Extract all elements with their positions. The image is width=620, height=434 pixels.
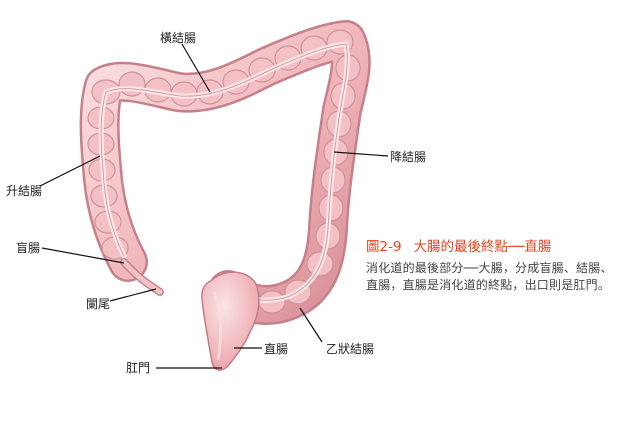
leader-descending [333, 151, 389, 157]
leader-appendix [109, 288, 157, 302]
label-sigmoid-colon: 乙狀結腸 [326, 342, 375, 356]
label-transverse-colon: 橫結腸 [160, 31, 197, 45]
caption-body: 消化道的最後部分──大腸，分成盲腸、結腸、直腸，直腸是消化道的終點，出口則是肛門… [366, 261, 613, 292]
leader-cecum [41, 247, 125, 264]
leader-transverse [181, 43, 211, 93]
leader-sigmoid [299, 307, 323, 343]
figure-caption: 圖2-9 大腸的最後終點──直腸 消化道的最後部分──大腸，分成盲腸、結腸、直腸，… [366, 238, 616, 294]
caption-title-row: 圖2-9 大腸的最後終點──直腸 [366, 238, 616, 256]
label-descending-colon: 降結腸 [390, 150, 427, 164]
label-rectum: 直腸 [264, 342, 289, 356]
label-appendix: 闌尾 [86, 297, 111, 311]
label-ascending-colon: 升結腸 [6, 184, 43, 198]
label-cecum: 盲腸 [16, 241, 41, 255]
caption-title: 大腸的最後終點──直腸 [413, 239, 552, 255]
leader-lines [39, 43, 389, 369]
leader-ascending [39, 155, 101, 187]
rectum-shape [201, 271, 260, 371]
caption-figure-number: 圖2-9 [366, 239, 402, 255]
label-anus: 肛門 [126, 361, 151, 375]
